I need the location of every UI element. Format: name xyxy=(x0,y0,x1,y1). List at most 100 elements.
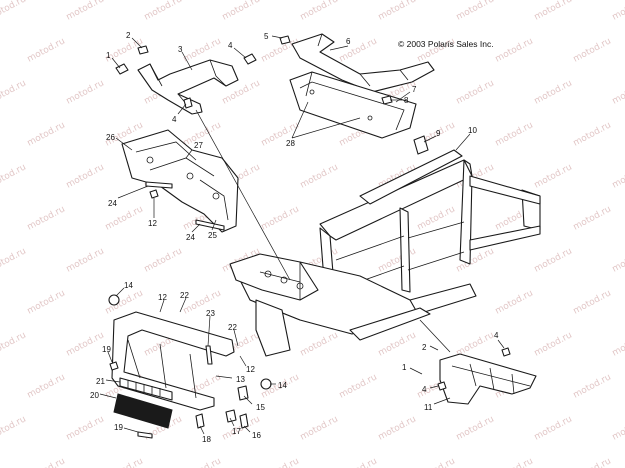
watermark-text: motod.ru xyxy=(104,204,145,232)
callout-24-b: 24 xyxy=(186,233,195,242)
watermark-text: motod.ru xyxy=(572,372,613,400)
callout-2-top: 2 xyxy=(126,31,131,40)
callout-12-c: 12 xyxy=(246,365,255,374)
watermark-text: motod.ru xyxy=(338,372,379,400)
callout-25: 25 xyxy=(208,231,217,240)
part-16-bolt xyxy=(239,413,249,429)
part-2-nut-top xyxy=(137,45,149,55)
watermark-text: motod.ru xyxy=(533,246,574,274)
callout-18: 18 xyxy=(202,435,211,444)
callout-16: 16 xyxy=(252,431,261,440)
callout-13: 13 xyxy=(236,375,245,384)
part-4-bolt-d xyxy=(437,381,447,391)
watermark-text: motod.ru xyxy=(260,204,301,232)
callout-1-top: 1 xyxy=(106,51,111,60)
callout-5: 5 xyxy=(264,32,269,41)
callout-1-bottom: 1 xyxy=(402,363,407,372)
part-4-bolt-a xyxy=(243,53,257,65)
part-4-bolt-c xyxy=(501,347,511,357)
callout-28: 28 xyxy=(286,139,295,148)
part-5-bolt xyxy=(279,35,291,45)
watermark-text: motod.ru xyxy=(182,36,223,64)
watermark-text: motod.ru xyxy=(299,414,340,442)
watermark-text: motod.ru xyxy=(572,36,613,64)
watermark-text: motod.ru xyxy=(455,78,496,106)
callout-4-b: 4 xyxy=(172,115,177,124)
callout-20: 20 xyxy=(90,391,99,400)
watermark-text: motod.ru xyxy=(494,36,535,64)
part-8-fastener xyxy=(381,95,393,105)
part-7-tray xyxy=(289,71,417,139)
part-19-screw-b xyxy=(137,431,153,439)
watermark-text: motod.ru xyxy=(533,78,574,106)
watermark-text: motod.ru xyxy=(611,414,625,442)
copyright-notice: © 2003 Polaris Sales Inc. xyxy=(398,39,494,49)
watermark-text: motod.ru xyxy=(143,246,184,274)
watermark-text: motod.ru xyxy=(572,120,613,148)
callout-26: 26 xyxy=(106,133,115,142)
watermark-text: motod.ru xyxy=(65,414,106,442)
callout-19-a: 19 xyxy=(102,345,111,354)
watermark-text: motod.ru xyxy=(26,456,67,468)
part-9-clip xyxy=(413,135,429,155)
part-3-bracket xyxy=(137,59,239,115)
watermark-text: motod.ru xyxy=(455,414,496,442)
watermark-text: motod.ru xyxy=(65,246,106,274)
callout-17: 17 xyxy=(232,427,241,436)
watermark-text: motod.ru xyxy=(0,0,28,23)
part-6-plate xyxy=(291,33,435,93)
watermark-text: motod.ru xyxy=(26,204,67,232)
watermark-text: motod.ru xyxy=(611,246,625,274)
watermark-text: motod.ru xyxy=(26,372,67,400)
watermark-text: motod.ru xyxy=(0,78,28,106)
part-15-bolt xyxy=(237,385,249,401)
part-14-grommet-b xyxy=(260,378,272,390)
watermark-text: motod.ru xyxy=(182,456,223,468)
watermark-text: motod.ru xyxy=(533,162,574,190)
leader-lines xyxy=(99,35,505,435)
callout-12-a: 12 xyxy=(148,219,157,228)
callout-27: 27 xyxy=(194,141,203,150)
watermark-text: motod.ru xyxy=(494,456,535,468)
part-23-stud xyxy=(205,345,213,365)
callout-10: 10 xyxy=(468,126,477,135)
watermark-text: motod.ru xyxy=(221,0,262,23)
part-17-clip xyxy=(225,409,237,423)
callout-22-b: 22 xyxy=(228,323,237,332)
part-18-bolt xyxy=(195,413,205,429)
watermark-text: motod.ru xyxy=(611,0,625,23)
part-24-bolt-a xyxy=(145,181,173,189)
watermark-text: motod.ru xyxy=(494,288,535,316)
callout-7: 7 xyxy=(412,85,417,94)
watermark-text: motod.ru xyxy=(611,78,625,106)
callout-21: 21 xyxy=(96,377,105,386)
watermark-text: motod.ru xyxy=(0,246,28,274)
part-26-cross-member xyxy=(121,129,239,233)
callout-12-b: 12 xyxy=(158,293,167,302)
callout-9: 9 xyxy=(436,129,441,138)
watermark-text: motod.ru xyxy=(533,330,574,358)
watermark-text: motod.ru xyxy=(0,414,28,442)
part-21-grille xyxy=(119,377,173,401)
watermark-text: motod.ru xyxy=(611,330,625,358)
watermark-text: motod.ru xyxy=(260,456,301,468)
watermark-text: motod.ru xyxy=(377,414,418,442)
watermark-text: motod.ru xyxy=(572,456,613,468)
callout-3: 3 xyxy=(178,45,183,54)
watermark-text: motod.ru xyxy=(338,456,379,468)
watermark-text: motod.ru xyxy=(299,162,340,190)
watermark-text: motod.ru xyxy=(104,456,145,468)
watermark-text: motod.ru xyxy=(26,120,67,148)
watermark-text: motod.ru xyxy=(611,162,625,190)
watermark-text: motod.ru xyxy=(533,0,574,23)
callout-22-a: 22 xyxy=(180,291,189,300)
part-19-screw-a xyxy=(109,361,119,371)
watermark-text: motod.ru xyxy=(65,78,106,106)
callout-15: 15 xyxy=(256,403,265,412)
watermark-text: motod.ru xyxy=(299,330,340,358)
watermark-text: motod.ru xyxy=(26,288,67,316)
part-14-grommet-a xyxy=(108,294,120,306)
watermark-text: motod.ru xyxy=(26,36,67,64)
watermark-text: motod.ru xyxy=(65,162,106,190)
